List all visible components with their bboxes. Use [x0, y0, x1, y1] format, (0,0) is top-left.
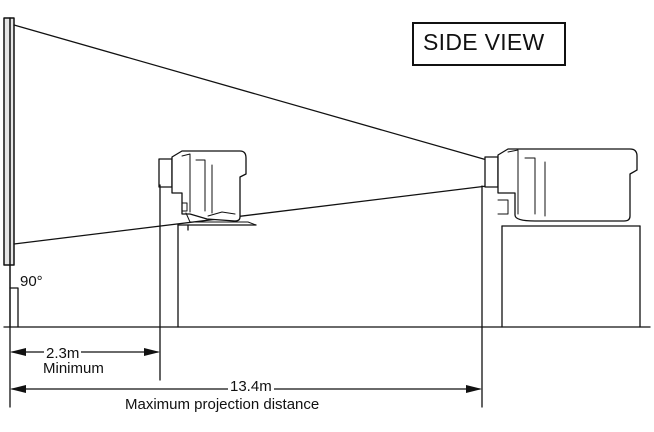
right-angle-marker	[9, 287, 19, 328]
table-near	[177, 224, 257, 328]
maximum-distance-value: 13.4m	[228, 378, 274, 395]
diagram-title: SIDE VIEW	[423, 29, 545, 55]
title-box	[412, 22, 566, 66]
table-far	[501, 225, 641, 328]
projector-near	[158, 150, 257, 226]
minimum-distance-caption: Minimum	[43, 360, 104, 377]
minimum-distance-value: 2.3m	[44, 345, 82, 362]
right-angle-label: 90°	[20, 273, 43, 290]
projection-screen	[3, 17, 15, 328]
projector-far	[484, 148, 638, 222]
projection-beam	[13, 24, 488, 245]
minimum-dimension-arrow	[10, 348, 160, 356]
maximum-distance-caption: Maximum projection distance	[125, 396, 320, 413]
